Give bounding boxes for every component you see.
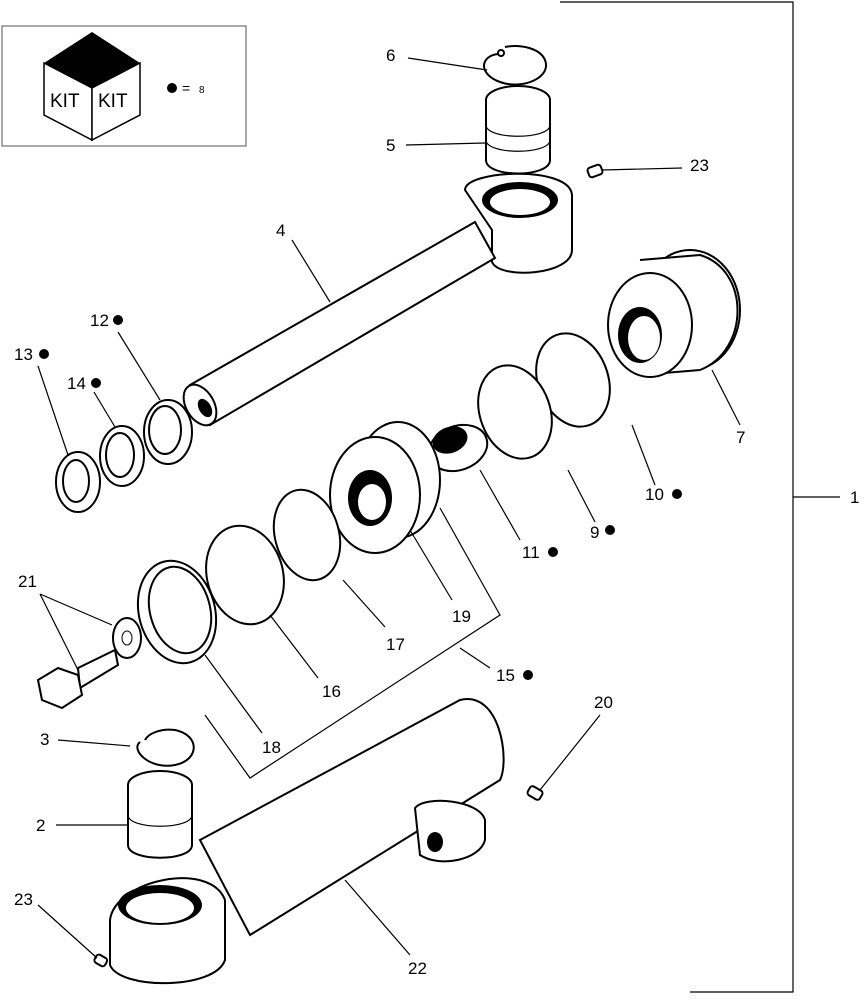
kit-dot-11 [548,547,558,557]
callout-21: 21 [18,572,37,591]
callout-7: 7 [736,428,745,447]
grease-nipple-side [526,785,544,801]
callout-22: 22 [408,959,427,978]
callout-16: 16 [322,682,341,701]
callout-15: 15 [496,666,515,685]
kit-dot-14 [91,378,101,388]
bolt [36,617,142,710]
callout-3: 3 [40,730,49,749]
callout-14: 14 [67,374,86,393]
callout-23-bottom: 23 [14,890,33,909]
grease-nipple-top [586,163,604,179]
kit-dot-icon [167,83,177,93]
callout-20: 20 [594,693,613,712]
callout-1: 1 [850,488,859,507]
callout-2: 2 [36,816,45,835]
callout-13: 13 [14,345,33,364]
wear-ring-18 [136,559,218,665]
cylinder-barrel [109,698,505,985]
kit-dot-15 [523,670,533,680]
o-ring-9 [477,364,553,460]
leader-lines [37,57,741,959]
callout-12: 12 [90,311,109,330]
ring-17 [272,488,342,582]
seal-12 [143,399,193,465]
callout-6: 6 [386,46,395,65]
kit-label-right: KIT [98,91,128,112]
kit-legend: KIT KIT = 8 [1,25,247,147]
gland [607,249,741,378]
callout-17: 17 [386,635,405,654]
piston-rod [182,172,573,427]
callout-4: 4 [276,221,285,240]
callout-11: 11 [522,543,540,562]
callout-18: 18 [262,738,281,757]
kit-dot-9 [605,525,615,535]
bushing-bottom [127,770,193,859]
kit-dot-12 [113,315,123,325]
callout-9: 9 [590,523,599,542]
circlip-top [483,45,548,86]
callout-labels: 1 2 3 4 5 6 7 9 10 11 12 13 14 15 16 17 … [14,46,859,978]
kit-group-outline [204,507,501,779]
callout-5: 5 [386,136,395,155]
kit-dot-10 [672,489,682,499]
callout-19: 19 [452,607,471,626]
legend-value: 8 [199,85,205,96]
ring-11 [427,423,489,473]
callout-10: 10 [645,485,664,504]
circlip-bottom [136,728,195,767]
ring-16 [205,524,285,626]
kit-box-icon [43,32,141,142]
seal-14 [99,425,145,487]
assembly-bracket [560,1,840,993]
legend-equals: = [182,80,190,96]
callout-23-top: 23 [690,156,709,175]
piston [329,421,441,554]
kit-label-left: KIT [50,91,80,112]
grease-nipple-bottom [93,953,109,968]
kit-dot-13 [39,349,49,359]
seal-13 [55,451,101,513]
bushing-top [485,85,551,175]
